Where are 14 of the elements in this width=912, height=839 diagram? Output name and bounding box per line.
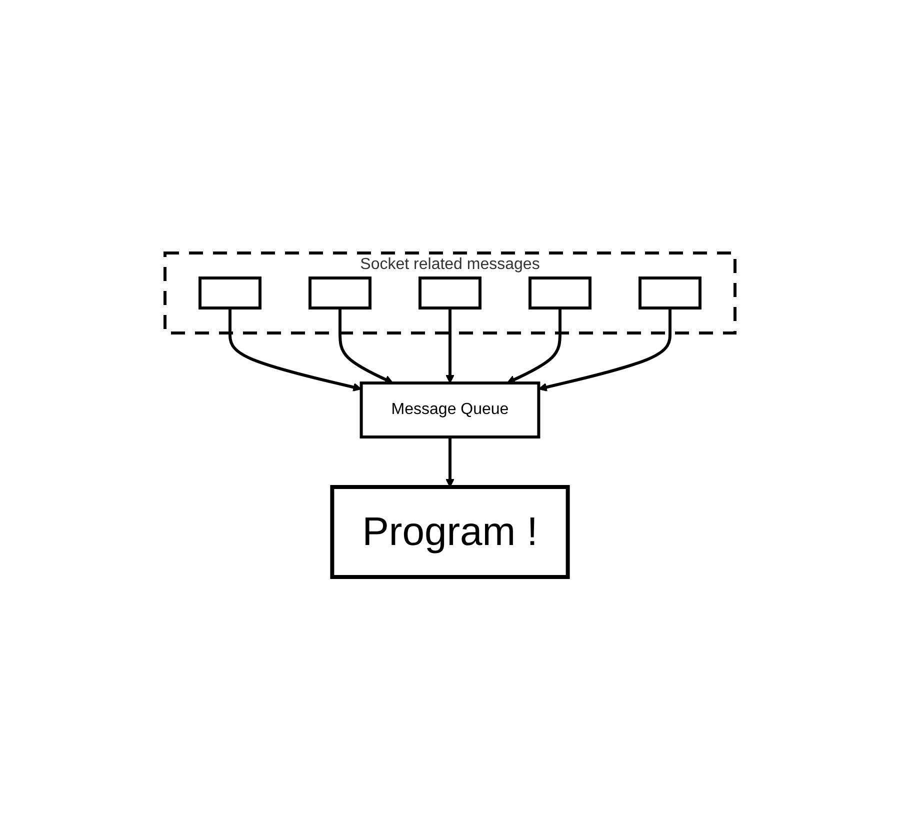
arrow: [446, 308, 454, 384]
node-box: [198, 276, 262, 310]
arrow: [338, 308, 394, 384]
node-box: [418, 276, 482, 310]
arrow: [506, 308, 562, 384]
node-box: Message Queue: [360, 382, 540, 438]
arrow: [538, 308, 672, 392]
node-box: [528, 276, 592, 310]
node-box: [638, 276, 702, 310]
node-box: [308, 276, 372, 310]
cluster: Socket related messages: [164, 252, 736, 334]
node-box: Program !: [330, 485, 570, 579]
arrow: [446, 437, 454, 488]
arrow: [228, 308, 362, 392]
